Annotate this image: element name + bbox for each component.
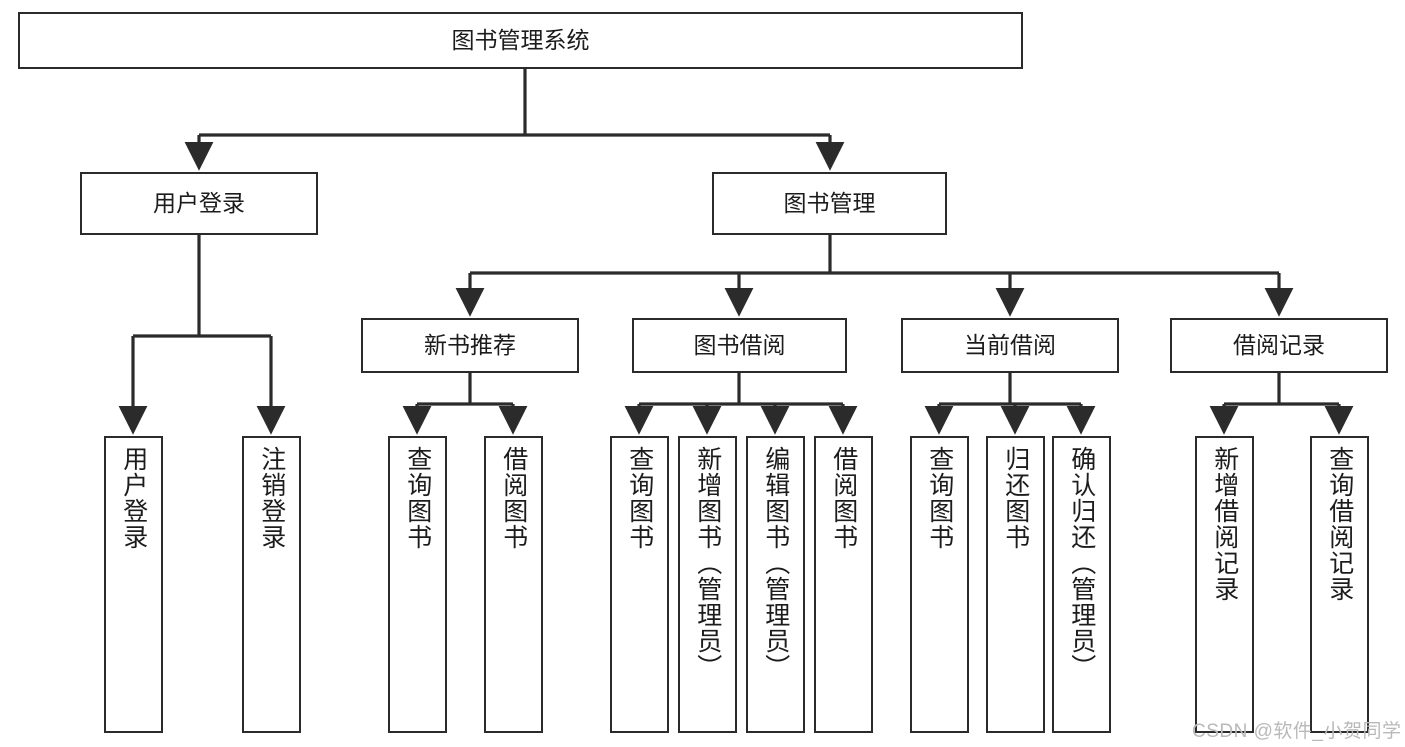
watermark: CSDN @软件_小贺同学 bbox=[1192, 721, 1402, 742]
node-leaf-borrow-book-2[interactable]: 借阅图书 bbox=[814, 436, 873, 733]
node-book-manage[interactable]: 图书管理 bbox=[712, 172, 947, 235]
node-leaf-query-book-3-label: 查询图书 bbox=[925, 446, 954, 550]
node-leaf-confirm-return-admin[interactable]: 确认归还（管理员） bbox=[1052, 436, 1111, 733]
node-root[interactable]: 图书管理系统 bbox=[18, 12, 1023, 69]
node-leaf-return-book[interactable]: 归还图书 bbox=[986, 436, 1045, 733]
node-user-login-label: 用户登录 bbox=[153, 189, 245, 216]
node-leaf-add-borrow-record[interactable]: 新增借阅记录 bbox=[1195, 436, 1254, 733]
node-book-manage-label: 图书管理 bbox=[783, 189, 876, 216]
node-leaf-add-book-admin-label: 新增图书（管理员） bbox=[693, 446, 722, 680]
node-leaf-query-book-1-label: 查询图书 bbox=[403, 446, 432, 550]
node-current-borrow[interactable]: 当前借阅 bbox=[901, 318, 1119, 373]
node-book-borrow[interactable]: 图书借阅 bbox=[632, 318, 847, 373]
node-leaf-user-logout-label: 注销登录 bbox=[257, 446, 286, 550]
node-user-login[interactable]: 用户登录 bbox=[80, 172, 318, 235]
node-book-borrow-label: 图书借阅 bbox=[693, 331, 786, 358]
node-leaf-query-borrow-record[interactable]: 查询借阅记录 bbox=[1310, 436, 1369, 733]
node-borrow-record[interactable]: 借阅记录 bbox=[1170, 318, 1388, 373]
node-leaf-user-logout[interactable]: 注销登录 bbox=[242, 436, 301, 733]
node-leaf-query-book-1[interactable]: 查询图书 bbox=[388, 436, 447, 733]
node-leaf-user-login[interactable]: 用户登录 bbox=[104, 436, 163, 733]
node-leaf-add-book-admin[interactable]: 新增图书（管理员） bbox=[678, 436, 737, 733]
node-leaf-query-borrow-record-label: 查询借阅记录 bbox=[1325, 446, 1354, 602]
node-leaf-user-login-label: 用户登录 bbox=[119, 446, 148, 550]
node-leaf-edit-book-admin[interactable]: 编辑图书（管理员） bbox=[746, 436, 805, 733]
node-leaf-borrow-book-1[interactable]: 借阅图书 bbox=[484, 436, 543, 733]
node-leaf-query-book-3[interactable]: 查询图书 bbox=[910, 436, 969, 733]
node-new-book-recommend[interactable]: 新书推荐 bbox=[361, 318, 579, 373]
node-leaf-query-book-2-label: 查询图书 bbox=[625, 446, 654, 550]
node-current-borrow-label: 当前借阅 bbox=[964, 331, 1056, 358]
node-borrow-record-label: 借阅记录 bbox=[1233, 331, 1325, 358]
node-leaf-confirm-return-admin-label: 确认归还（管理员） bbox=[1067, 446, 1096, 680]
node-leaf-query-book-2[interactable]: 查询图书 bbox=[610, 436, 669, 733]
node-root-label: 图书管理系统 bbox=[451, 26, 590, 53]
node-leaf-return-book-label: 归还图书 bbox=[1001, 446, 1030, 550]
node-leaf-borrow-book-1-label: 借阅图书 bbox=[499, 446, 528, 550]
node-leaf-add-borrow-record-label: 新增借阅记录 bbox=[1210, 446, 1239, 602]
node-leaf-edit-book-admin-label: 编辑图书（管理员） bbox=[761, 446, 790, 680]
node-leaf-borrow-book-2-label: 借阅图书 bbox=[829, 446, 858, 550]
node-new-book-recommend-label: 新书推荐 bbox=[424, 331, 516, 358]
